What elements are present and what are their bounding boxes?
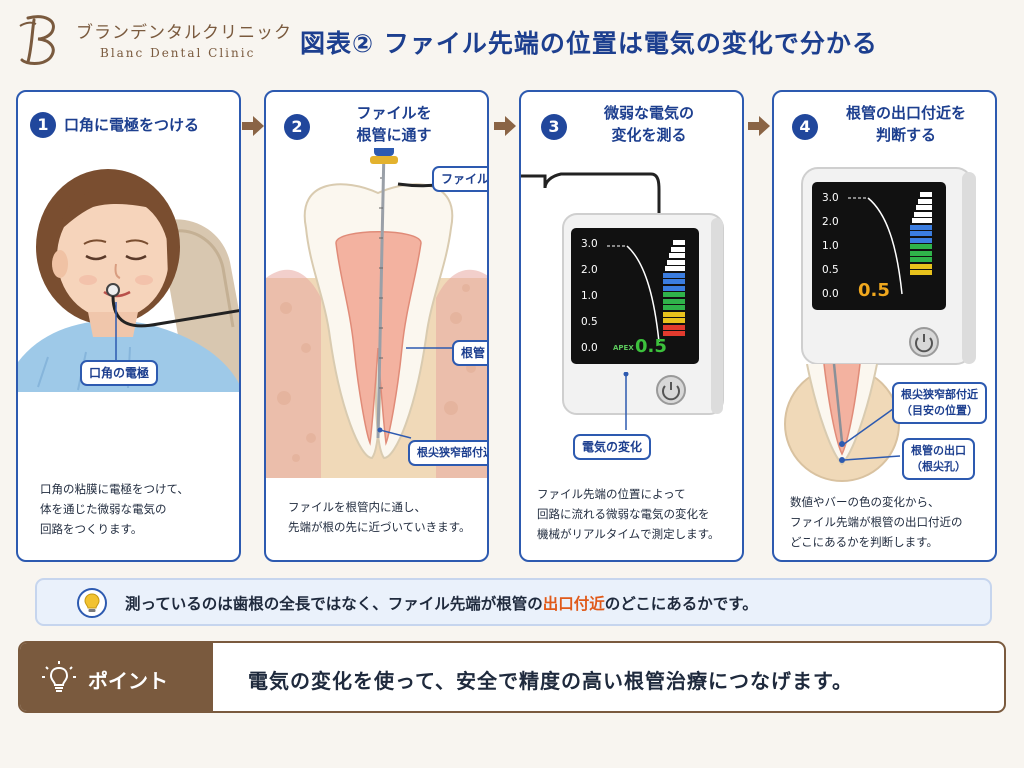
lightbulb-icon	[77, 588, 107, 618]
point-tab: ポイント	[20, 643, 213, 711]
step-panel-3: 3 微弱な電気の 変化を測る 3.0 2.0 1.0 0.5 0.0 APEX …	[519, 90, 744, 562]
callout-electrical-change: 電気の変化	[573, 434, 652, 460]
callout-mouth-electrode: 口角の電極	[80, 360, 159, 386]
step-description: 数値やバーの色の変化から、 ファイル先端が根管の出口付近の どこにあるかを判断し…	[790, 495, 963, 549]
device-reading: 0.5	[635, 336, 667, 357]
logo-b-icon	[19, 15, 55, 65]
step-title: ファイルを 根管に通す	[356, 104, 432, 144]
callout-apical-foramen: 根管の出口 （根尖孔）	[902, 438, 975, 480]
tick-label: 0.5	[581, 316, 598, 328]
step-description: ファイルを根管内に通し、 先端が根の先に近づいていきます。	[288, 500, 471, 534]
step-number-badge: 2	[284, 114, 310, 140]
clinic-logo: ブランデンタルクリニック Blanc Dental Clinic	[14, 12, 291, 68]
step-number-badge: 4	[792, 114, 818, 140]
reading-curve	[607, 245, 660, 343]
bar-graph	[663, 240, 685, 336]
root-apex-closeup	[784, 364, 901, 482]
step-title: 根管の出口付近を 判断する	[845, 104, 966, 144]
step-number-badge: 1	[30, 112, 56, 138]
callout-apical-constriction-target: 根尖狭窄部付近 （目安の位置）	[892, 382, 987, 424]
tooth-illustration	[266, 148, 487, 478]
device-reading: 0.5	[858, 280, 890, 301]
tick-label: 1.0	[822, 240, 839, 252]
tick-label: 3.0	[581, 238, 598, 250]
logo-en-text: Blanc Dental Clinic	[100, 46, 256, 60]
leader-line	[623, 372, 629, 430]
step-title: 微弱な電気の 変化を測る	[603, 104, 694, 144]
info-text: 測っているのは歯根の全長ではなく、ファイル先端が根管の出口付近のどこにあるかです…	[125, 595, 758, 613]
tick-label: 1.0	[581, 290, 598, 302]
tick-label: 3.0	[822, 192, 839, 204]
step-panel-1: 1 口角に電極をつける 口角の電極 口角の粘膜に電極をつけて、	[16, 90, 241, 562]
arrow-right-icon	[242, 116, 264, 136]
arrow-right-icon	[748, 116, 770, 136]
patient-illustration	[18, 169, 239, 392]
info-bar: 測っているのは歯根の全長ではなく、ファイル先端が根管の出口付近のどこにあるかです…	[35, 578, 992, 626]
tick-label: 0.0	[581, 342, 598, 354]
step-panel-4: 4 根管の出口付近を 判断する 3.0 2.0 1.0 0.5 0.0 0.5	[772, 90, 997, 562]
reading-curve	[848, 197, 903, 295]
apex-label: APEX	[613, 344, 634, 352]
device-screen: 3.0 2.0 1.0 0.5 0.0 APEX 0.5	[571, 228, 699, 364]
callout-apical-constriction: 根尖狭窄部付近	[408, 440, 487, 466]
tick-label: 0.5	[822, 264, 839, 276]
logo-jp-text: ブランデンタルクリニック	[76, 23, 292, 43]
point-label: ポイント	[88, 669, 168, 693]
step-number-badge: 3	[541, 114, 567, 140]
tick-label: 0.0	[822, 288, 839, 300]
point-text: 電気の変化を使って、安全で精度の高い根管治療につなげます。	[248, 669, 853, 693]
step-title: 口角に電極をつける	[64, 116, 200, 134]
tick-label: 2.0	[581, 264, 598, 276]
bar-graph	[910, 192, 932, 282]
tick-label: 2.0	[822, 216, 839, 228]
point-bar: ポイント 電気の変化を使って、安全で精度の高い根管治療につなげます。	[18, 641, 1006, 713]
arrow-right-icon	[494, 116, 516, 136]
callout-root-canal: 根管	[452, 340, 487, 366]
page-title: 図表② ファイル先端の位置は電気の変化で分かる	[300, 29, 878, 58]
device-screen: 3.0 2.0 1.0 0.5 0.0 0.5	[812, 182, 946, 310]
lightbulb-icon	[42, 661, 76, 692]
step-description: 口角の粘膜に電極をつけて、 体を通じた微弱な電気の 回路をつくります。	[40, 482, 189, 536]
info-highlight: 出口付近	[542, 595, 605, 613]
step-panel-2: 2 ファイルを 根管に通す ファイル 根管 根尖狭窄部付近 フ	[264, 90, 489, 562]
step-description: ファイル先端の位置によって 回路に流れる微弱な電気の変化を 機械がリアルタイムで…	[537, 487, 720, 541]
callout-file: ファイル	[432, 166, 487, 192]
